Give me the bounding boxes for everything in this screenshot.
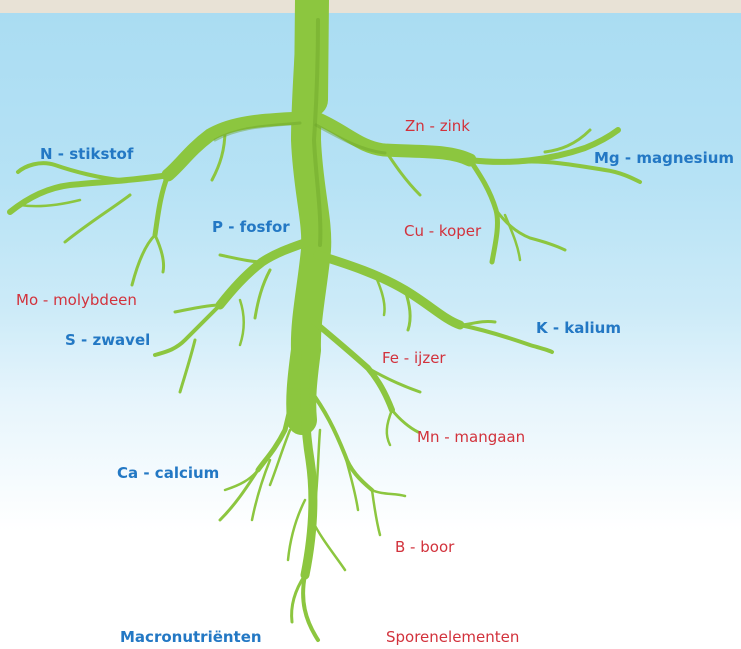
branch-mid-right: [318, 255, 460, 325]
label-p-fosfor: P - fosfor: [212, 218, 290, 236]
legend-macronutrienten: Macronutriënten: [120, 628, 262, 646]
label-k-kalium: K - kalium: [536, 319, 621, 337]
branch-upper-left: [168, 118, 302, 175]
label-mn-mangaan: Mn - mangaan: [417, 428, 525, 446]
label-mg-magnesium: Mg - magnesium: [594, 149, 734, 167]
label-mo-molybdeen: Mo - molybdeen: [16, 291, 137, 309]
label-n-stikstof: N - stikstof: [40, 145, 133, 163]
label-ca-calcium: Ca - calcium: [117, 464, 219, 482]
label-cu-koper: Cu - koper: [404, 222, 481, 240]
label-b-boor: B - boor: [395, 538, 454, 556]
taproot-upper: [311, 0, 312, 100]
label-fe-ijzer: Fe - ijzer: [382, 349, 446, 367]
label-s-zwavel: S - zwavel: [65, 331, 150, 349]
legend-sporenelementen: Sporenelementen: [386, 628, 519, 646]
label-zn-zink: Zn - zink: [405, 117, 470, 135]
